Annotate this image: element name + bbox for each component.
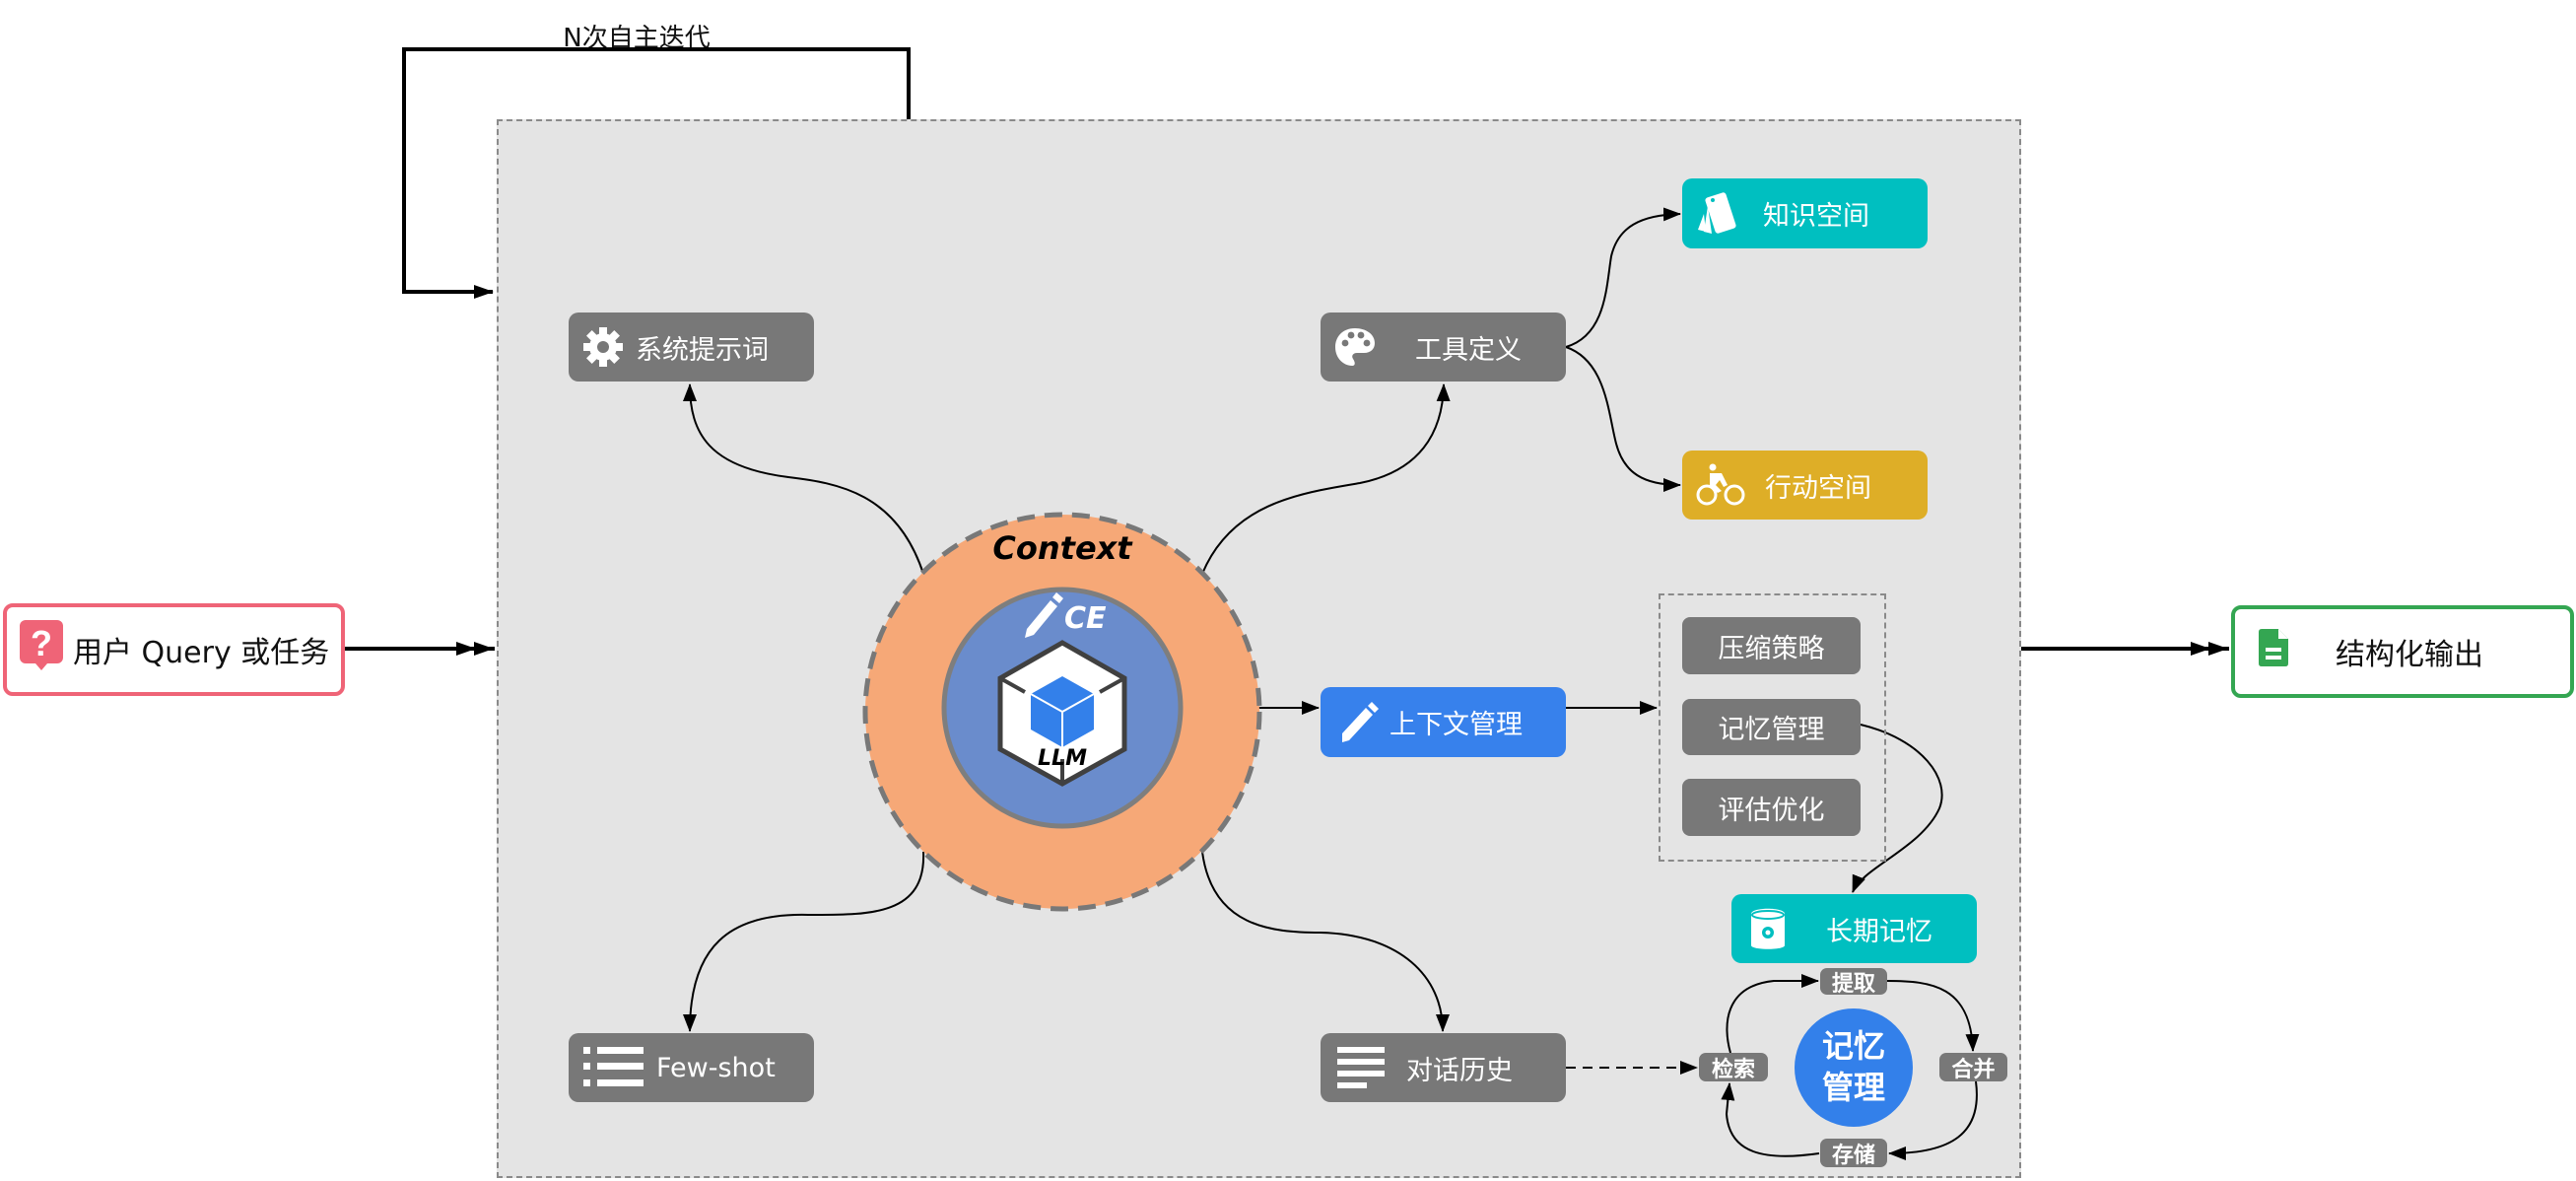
user-query-node[interactable]: ? 用户 Query 或任务 <box>3 603 345 696</box>
tool-definition-label: 工具定义 <box>1415 334 1522 366</box>
structured-output-node[interactable]: 结构化输出 <box>2231 605 2574 698</box>
memory-step-store[interactable]: 存储 <box>1820 1139 1887 1168</box>
action-space-node[interactable]: 行动空间 <box>1682 451 1928 520</box>
knowledge-space-label: 知识空间 <box>1763 201 1869 232</box>
memory-hub-line2: 管理 <box>1821 1069 1885 1106</box>
dialog-history-label: 对话历史 <box>1406 1055 1513 1086</box>
few-shot-label: Few-shot <box>656 1052 776 1083</box>
memory-step-extract[interactable]: 提取 <box>1820 968 1887 997</box>
user-query-label: 用户 Query 或任务 <box>73 636 330 670</box>
memory-hub-line1: 记忆 <box>1821 1027 1885 1066</box>
tool-definition-node[interactable]: 工具定义 <box>1321 313 1566 382</box>
action-space-label: 行动空间 <box>1765 472 1871 504</box>
strategy-memory-management[interactable]: 记忆管理 <box>1682 699 1861 755</box>
context-management-node[interactable]: 上下文管理 <box>1321 687 1566 757</box>
memory-step-merge[interactable]: 合并 <box>1939 1053 2007 1082</box>
context-management-label: 上下文管理 <box>1390 710 1523 740</box>
memory-management-hub: 记忆 管理 <box>1795 1008 1913 1127</box>
structured-output-label: 结构化输出 <box>2336 638 2483 672</box>
database-icon <box>1751 908 1785 949</box>
llm-label: LLM <box>1038 746 1087 771</box>
document-icon <box>2259 629 2288 674</box>
lines-icon <box>1337 1047 1385 1088</box>
strategy-evaluation[interactable]: 评估优化 <box>1682 779 1861 836</box>
few-shot-node[interactable]: Few-shot <box>569 1033 814 1102</box>
context-strategies-group <box>1659 593 1886 862</box>
list-icon <box>583 1047 644 1088</box>
memory-step-retrieve[interactable]: 检索 <box>1699 1053 1768 1082</box>
dialog-history-node[interactable]: 对话历史 <box>1321 1033 1566 1102</box>
long-term-memory-node[interactable]: 长期记忆 <box>1731 894 1977 963</box>
context-label: Context <box>992 529 1132 567</box>
strategy-compression[interactable]: 压缩策略 <box>1682 617 1861 674</box>
svg-text:?: ? <box>31 623 52 663</box>
knowledge-space-node[interactable]: 知识空间 <box>1682 178 1928 248</box>
iteration-loop-label: N次自主迭代 <box>563 24 711 53</box>
ce-label: CE <box>1064 601 1107 636</box>
pencil-icon <box>1340 701 1380 743</box>
cards-icon <box>1696 191 1741 236</box>
system-prompt-node[interactable]: 系统提示词 <box>569 313 814 382</box>
long-term-memory-label: 长期记忆 <box>1826 916 1932 947</box>
bicycle-icon <box>1696 463 1745 507</box>
gear-icon <box>582 326 624 368</box>
palette-icon <box>1334 326 1376 368</box>
system-prompt-label: 系统提示词 <box>636 334 769 366</box>
question-icon: ? <box>20 620 65 679</box>
